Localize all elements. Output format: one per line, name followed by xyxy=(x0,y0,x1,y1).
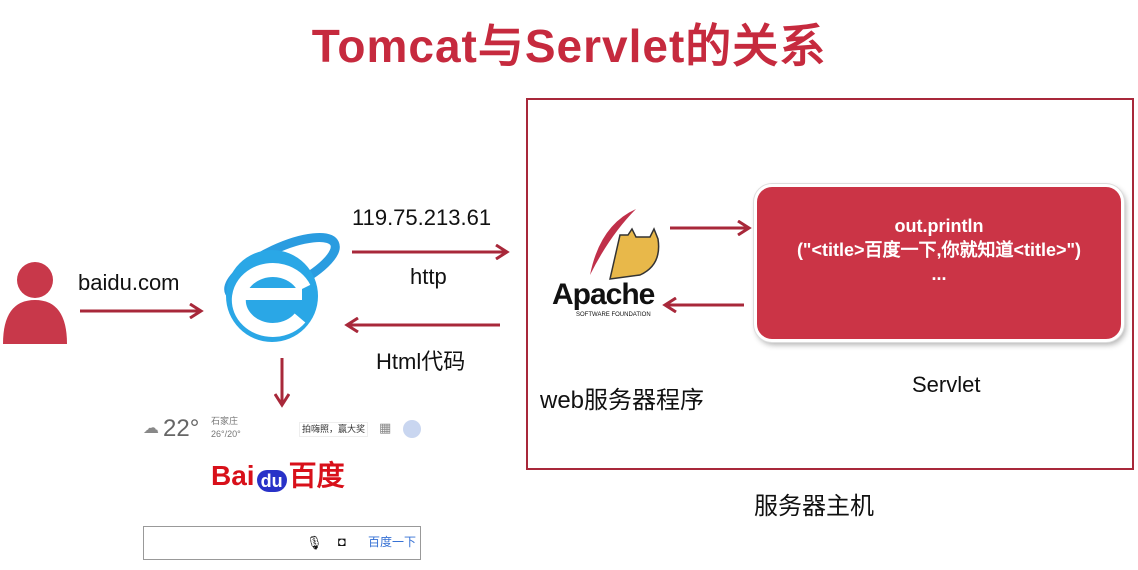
apache-name: Apache xyxy=(552,278,655,311)
baidu-search-input[interactable]: 🎙 ◘ 百度一下 xyxy=(143,526,421,560)
http-label: http xyxy=(410,264,447,289)
code-line-1: out.println xyxy=(894,216,984,236)
baidu-logo: Bai du 百度 xyxy=(211,460,345,492)
ip-address-label: 119.75.213.61 xyxy=(352,205,492,230)
temperature: 22° xyxy=(163,415,200,442)
apache-tomcat-logo-icon xyxy=(590,209,660,280)
server-host-box xyxy=(526,98,1134,470)
microphone-icon[interactable]: 🎙 xyxy=(306,535,323,550)
apache-sub: SOFTWARE FOUNDATION xyxy=(576,312,651,318)
camera-icon[interactable]: ◘ xyxy=(338,534,346,549)
web-server-label: web服务器程序 xyxy=(540,387,705,414)
user-icon xyxy=(3,262,67,344)
avatar[interactable] xyxy=(403,420,421,438)
apps-grid-icon[interactable]: ▦ xyxy=(379,420,392,435)
arrow-down-to-page xyxy=(274,358,290,408)
city: 石家庄 xyxy=(211,416,239,426)
code-line-2: ("<title>百度一下,你就知道<title>") xyxy=(796,240,1082,260)
page-title: Tomcat与Servlet的关系 xyxy=(311,20,827,72)
server-host-label: 服务器主机 xyxy=(754,493,874,520)
internet-explorer-icon xyxy=(224,233,340,342)
arrow-response xyxy=(344,317,500,333)
arrow-request xyxy=(352,244,510,260)
servlet-label: Servlet xyxy=(912,372,981,397)
promo-link[interactable]: 拍嗨照，赢大奖 xyxy=(299,422,369,437)
baidu-homepage-preview: ☁ 22° 石家庄 26°/20° 拍嗨照，赢大奖 ▦ Bai du 百度 🎙 … xyxy=(143,416,443,566)
servlet-code-box: out.println ("<title>百度一下,你就知道<title>") … xyxy=(754,184,1124,342)
arrow-to-servlet xyxy=(670,220,752,236)
baidu-url-label: baidu.com xyxy=(78,270,180,295)
baidu-search-button[interactable]: 百度一下 xyxy=(368,535,417,549)
arrow-from-servlet xyxy=(662,297,744,313)
arrow-user-to-browser xyxy=(80,303,204,319)
temp-range: 26°/20° xyxy=(211,429,241,439)
code-line-3: ... xyxy=(931,264,947,284)
html-code-label: Html代码 xyxy=(376,349,466,374)
weather-cloud-icon: ☁ xyxy=(143,420,159,437)
